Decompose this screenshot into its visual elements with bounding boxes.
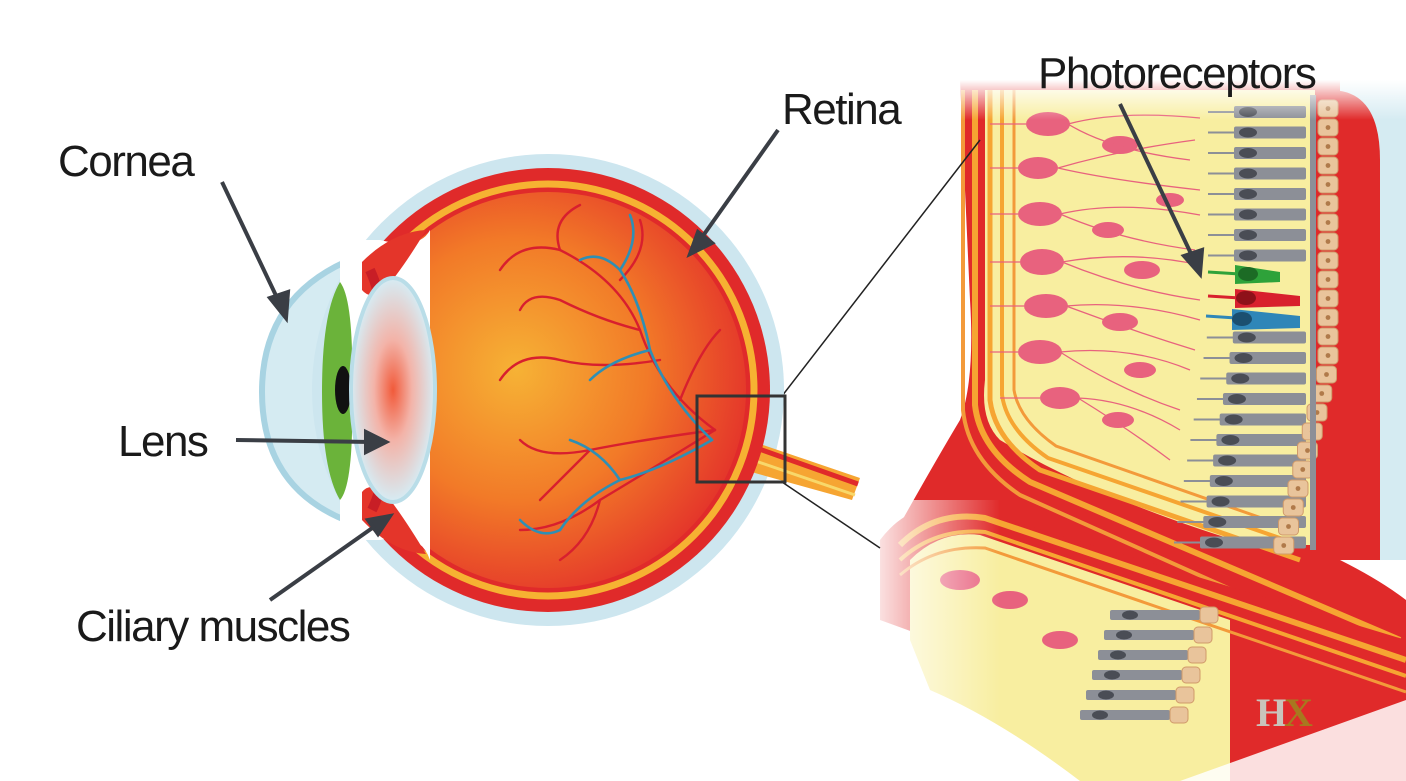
epithelium-cell [1317, 213, 1339, 232]
rod-cell [1098, 646, 1207, 664]
hx-logo-x: X [1284, 690, 1313, 735]
rod-cell [1208, 229, 1306, 241]
epithelium-cell [1317, 232, 1339, 251]
bruch-membrane [1310, 95, 1316, 550]
epithelium-cell [1317, 327, 1339, 346]
rod-cell [1104, 626, 1213, 644]
photoreceptors-arrow-head [1180, 247, 1205, 279]
epithelium-cell [1317, 289, 1339, 308]
hx-logo: H X [1256, 690, 1313, 735]
retina-arrow-head [686, 228, 716, 259]
rod-cell [1187, 454, 1306, 467]
rod-cell [1092, 666, 1201, 684]
rod-cell [1208, 249, 1306, 262]
epithelium-cell [1287, 479, 1309, 498]
photoreceptors-label: Photoreceptors [1038, 49, 1317, 98]
retina-label: Retina [782, 85, 902, 134]
epithelium-cell [1317, 137, 1339, 156]
cone-cells [1205, 265, 1300, 330]
zoom-box [695, 394, 787, 484]
rod-cell [1196, 393, 1306, 405]
pupil [335, 366, 351, 414]
epithelium-cell [1317, 156, 1339, 175]
eyeball [258, 154, 860, 626]
ciliary-muscles-label: Ciliary muscles [76, 602, 351, 651]
rod-cell [1190, 434, 1306, 446]
rod-cell [1086, 686, 1195, 704]
epithelium-cell [1317, 251, 1339, 270]
rod-cell [1110, 606, 1219, 624]
epithelium-cell [1316, 365, 1337, 384]
epithelium-cell [1278, 517, 1299, 536]
retina-zoom-panel [860, 80, 1406, 781]
pointer-arrows [220, 103, 1205, 602]
rod-cell [1180, 495, 1306, 508]
epithelium-cell [1273, 536, 1295, 555]
lens-arrow-head [364, 428, 391, 456]
blood-vessels [498, 203, 722, 562]
ciliary-arrow-head [364, 513, 395, 538]
rod-cell [1208, 126, 1306, 139]
rod-cell [1206, 331, 1306, 344]
rod-cell [1208, 167, 1306, 180]
rod-cell [1208, 188, 1306, 200]
lens [349, 276, 437, 504]
epithelium-cell [1317, 194, 1339, 213]
epithelium-cell [1317, 308, 1339, 327]
rod-cell [1080, 706, 1189, 724]
lens-label: Lens [118, 417, 209, 466]
epithelium-cell [1317, 175, 1339, 194]
cornea-arrow-head [266, 289, 291, 324]
rod-cell [1208, 208, 1306, 221]
rod-cell [1193, 413, 1306, 426]
cornea-label: Cornea [58, 137, 195, 186]
rod-cell [1203, 352, 1306, 364]
epithelium-cell [1292, 460, 1314, 479]
lower-rod-cells [1080, 606, 1219, 724]
epithelium-cell [1282, 498, 1304, 517]
hx-logo-h: H [1256, 690, 1287, 735]
epithelium-cell [1317, 346, 1339, 365]
zoom-connector-lines [781, 139, 981, 549]
rod-cell [1200, 372, 1306, 385]
epithelium-cell [1317, 118, 1339, 137]
rod-cell [1208, 147, 1306, 159]
rod-cell [1183, 475, 1306, 487]
epithelium-cell [1317, 270, 1339, 289]
